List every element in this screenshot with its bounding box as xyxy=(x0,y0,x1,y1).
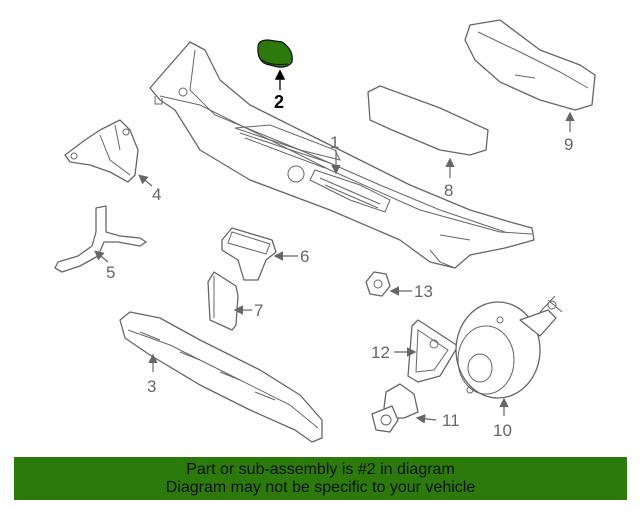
banner-line-disclaimer: Diagram may not be specific to your vehi… xyxy=(165,479,476,496)
brake-booster-part-10 xyxy=(455,295,563,399)
callout-12: 12 xyxy=(371,343,390,362)
callout-7: 7 xyxy=(254,301,263,320)
callout-13: 13 xyxy=(414,282,433,301)
callout-4: 4 xyxy=(152,185,161,204)
bracket-part-4 xyxy=(64,119,139,183)
gasket-part-12 xyxy=(407,319,459,383)
callout-labels: 1 2 3 4 5 6 7 8 9 10 11 12 13 xyxy=(106,92,573,440)
callout-9: 9 xyxy=(564,135,573,154)
info-banner: Part or sub-assembly is #2 in diagram Di… xyxy=(14,457,627,500)
seal-part-7 xyxy=(207,271,239,331)
leader-lines xyxy=(94,69,575,424)
highlighted-part-2 xyxy=(257,39,293,68)
callout-1: 1 xyxy=(330,133,339,152)
hose-part-5 xyxy=(54,205,147,273)
callout-3: 3 xyxy=(147,377,156,396)
callout-11: 11 xyxy=(442,411,460,430)
callout-6: 6 xyxy=(300,247,309,266)
lower-cowl-rail-part xyxy=(119,311,323,443)
parts-diagram: 1 2 3 4 5 6 7 8 9 10 11 12 13 xyxy=(54,19,596,443)
callout-10: 10 xyxy=(493,421,512,440)
panel-part-9 xyxy=(464,19,596,111)
clamp-part-11 xyxy=(371,383,419,433)
cowl-panel-part xyxy=(149,41,535,269)
banner-line-part-number: Part or sub-assembly is #2 in diagram xyxy=(186,461,455,478)
nut-part-13 xyxy=(365,271,391,297)
callout-8: 8 xyxy=(444,181,453,200)
duct-part-6 xyxy=(221,227,277,281)
panel-part-8 xyxy=(367,85,489,156)
callout-5: 5 xyxy=(106,263,115,282)
callout-2: 2 xyxy=(274,92,284,112)
